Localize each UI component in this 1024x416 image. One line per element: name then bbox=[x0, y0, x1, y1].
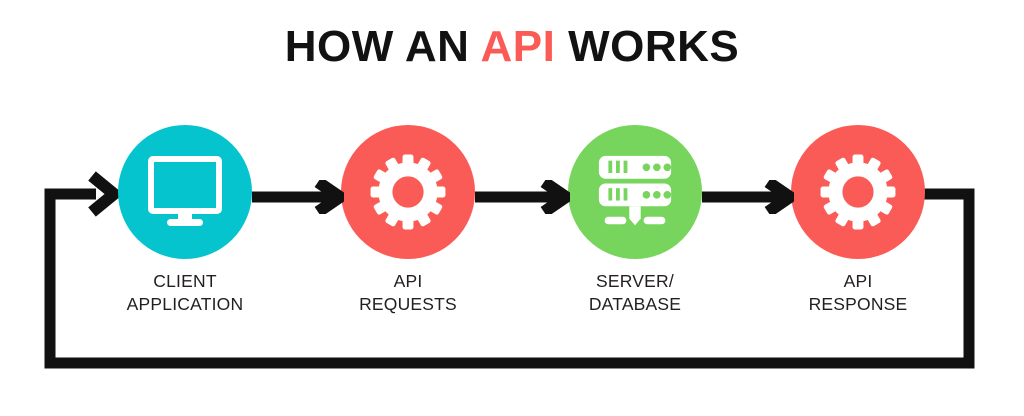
flow-step-server-database[interactable]: SERVER/ DATABASE bbox=[568, 125, 702, 316]
server-database-circle[interactable] bbox=[568, 125, 702, 259]
client-application-circle[interactable] bbox=[118, 125, 252, 259]
title-accent-api: API bbox=[480, 22, 556, 71]
flow-step-api-requests[interactable]: API REQUESTS bbox=[341, 125, 475, 316]
label-line-1: API bbox=[393, 271, 423, 291]
label-line-2: RESPONSE bbox=[808, 294, 908, 314]
label-line-2: APPLICATION bbox=[126, 294, 244, 314]
monitor-icon bbox=[148, 156, 222, 226]
label-line-2: REQUESTS bbox=[359, 294, 457, 314]
flow-row: CLIENT APPLICATION bbox=[0, 125, 1024, 325]
arrow-requests-to-server bbox=[475, 180, 570, 214]
title-text-before: HOW AN bbox=[284, 22, 481, 71]
flow-step-label: API RESPONSE bbox=[791, 270, 925, 316]
title-text-after: WORKS bbox=[555, 22, 740, 71]
flow-step-label: API REQUESTS bbox=[341, 270, 475, 316]
flow-step-api-response[interactable]: API RESPONSE bbox=[791, 125, 925, 316]
flow-step-label: SERVER/ DATABASE bbox=[568, 270, 702, 316]
arrow-server-to-response bbox=[702, 180, 794, 214]
label-line-1: CLIENT bbox=[153, 271, 217, 291]
flow-step-label: CLIENT APPLICATION bbox=[118, 270, 252, 316]
feedback-loop-arrowhead-icon bbox=[88, 171, 124, 217]
label-line-1: API bbox=[843, 271, 873, 291]
page-title: HOW AN API WORKS bbox=[0, 22, 1024, 72]
gear-icon bbox=[370, 154, 446, 230]
label-line-1: SERVER/ bbox=[596, 271, 674, 291]
flow-step-client-application[interactable]: CLIENT APPLICATION bbox=[118, 125, 252, 316]
api-response-circle[interactable] bbox=[791, 125, 925, 259]
api-requests-circle[interactable] bbox=[341, 125, 475, 259]
server-rack-icon bbox=[598, 155, 672, 226]
arrow-client-to-requests bbox=[252, 180, 344, 214]
label-line-2: DATABASE bbox=[588, 294, 682, 314]
gear-icon bbox=[820, 154, 896, 230]
feedback-loop-line bbox=[44, 188, 975, 369]
